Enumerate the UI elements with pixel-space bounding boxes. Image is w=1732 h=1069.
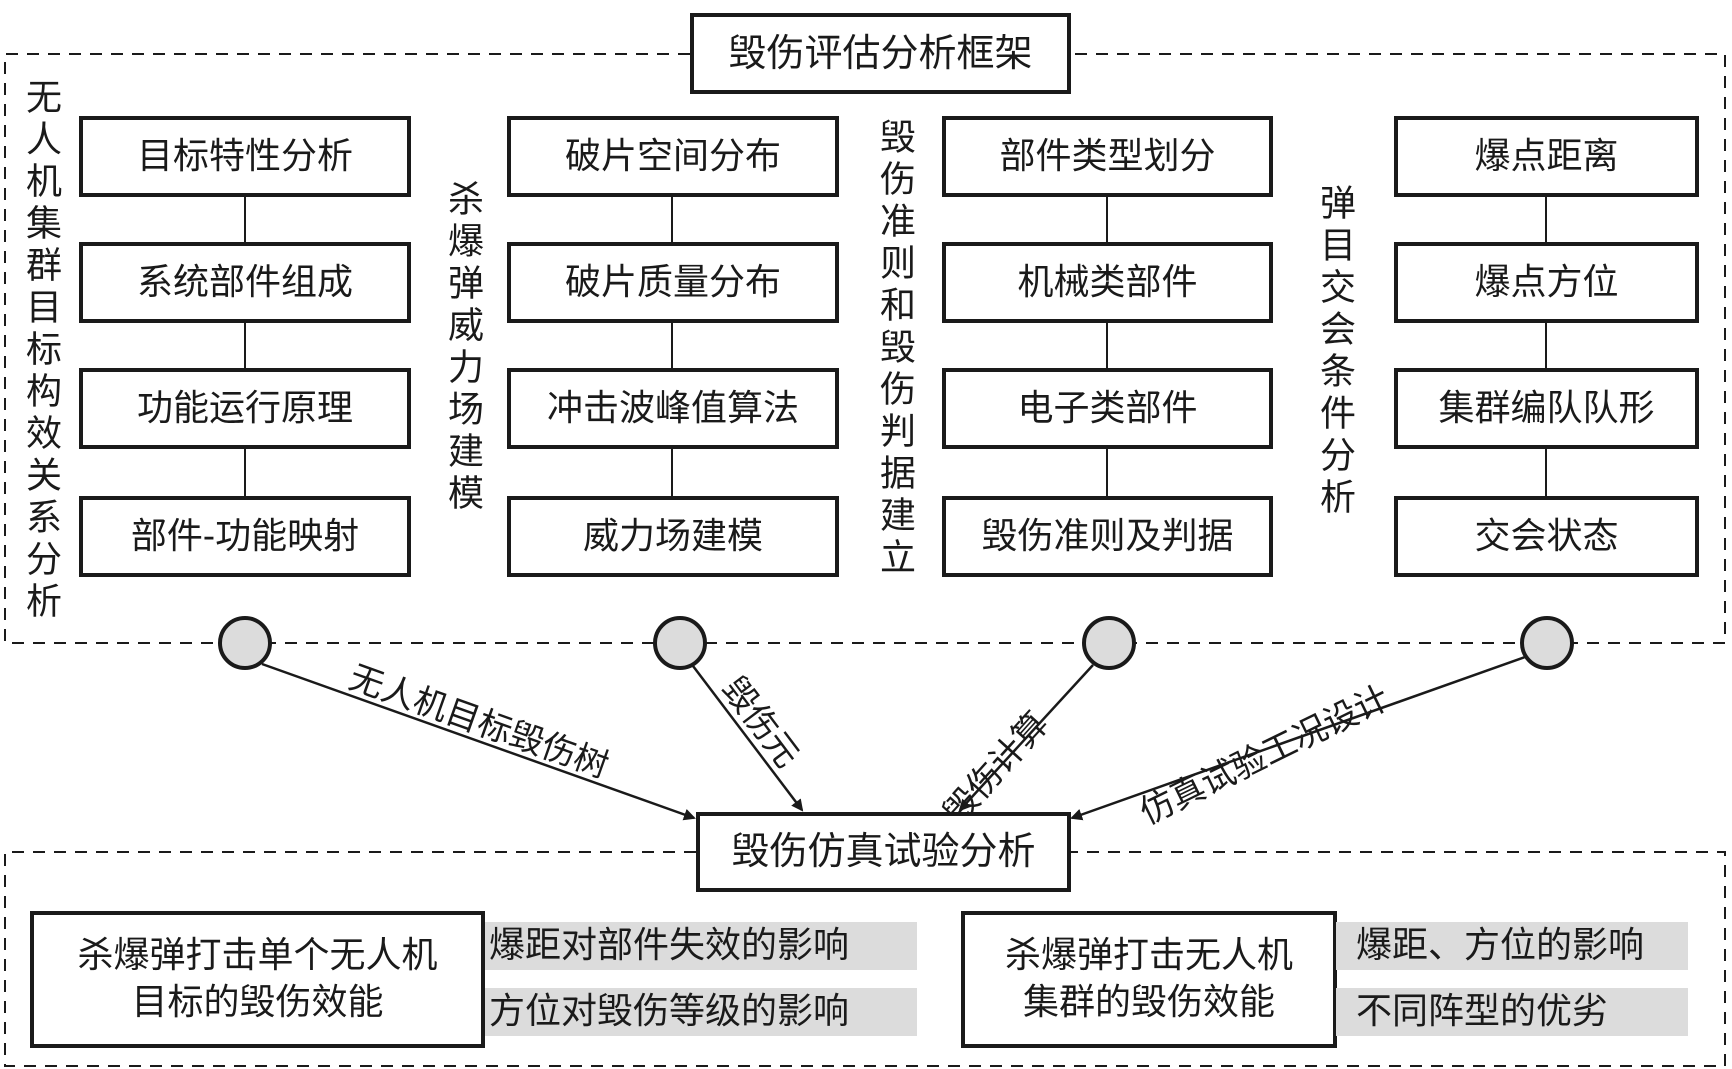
step-label: 机械类部件	[1017, 261, 1198, 303]
column-2-step-1[interactable]: 破片空间分布	[507, 116, 839, 197]
analysis-title-box[interactable]: 毁伤仿真试验分析	[696, 812, 1071, 892]
node-col4[interactable]	[1520, 616, 1574, 670]
case-2-effect-1: 爆距、方位的影响	[1336, 922, 1688, 970]
column-2-label: 杀爆弹威力场建模	[442, 180, 483, 516]
column-4-step-2[interactable]: 爆点方位	[1394, 242, 1699, 323]
arrow-damage-tree	[261, 662, 696, 821]
framework-title-box[interactable]: 毁伤评估分析框架	[690, 13, 1071, 94]
column-1-step-2[interactable]: 系统部件组成	[79, 242, 411, 323]
column-3-step-1[interactable]: 部件类型划分	[942, 116, 1273, 197]
step-label: 功能运行原理	[136, 387, 353, 429]
step-label: 毁伤准则及判据	[981, 515, 1234, 557]
framework-title: 毁伤评估分析框架	[728, 30, 1033, 75]
node-col1[interactable]	[218, 616, 272, 670]
case-1-effect-2: 方位对毁伤等级的影响	[485, 988, 917, 1036]
column-4-step-4[interactable]: 交会状态	[1394, 496, 1699, 577]
case-title-line2: 目标的毁伤效能	[131, 981, 384, 1023]
step-label: 电子类部件	[1017, 387, 1198, 429]
case-title-line1: 杀爆弹打击单个无人机	[77, 934, 438, 976]
nodes	[218, 616, 1574, 670]
step-label: 威力场建模	[582, 515, 763, 557]
column-1-step-3[interactable]: 功能运行原理	[79, 368, 411, 449]
node-col2[interactable]	[653, 616, 707, 670]
column-1-label: 无人机集群目标构效关系分析	[20, 78, 61, 624]
analysis-dashed-frame	[4, 851, 1726, 1067]
column-3-step-2[interactable]: 机械类部件	[942, 242, 1273, 323]
column-4-label: 弹目交会条件分析	[1314, 184, 1355, 520]
step-label: 部件类型划分	[999, 135, 1216, 177]
column-3-label: 毁伤准则和毁伤判据建立	[874, 118, 915, 580]
column-2-step-3[interactable]: 冲击波峰值算法	[507, 368, 839, 449]
arrow-damage-element	[692, 665, 804, 812]
step-label: 破片质量分布	[564, 261, 781, 303]
step-label: 爆点方位	[1474, 261, 1619, 303]
node-col3[interactable]	[1082, 616, 1136, 670]
step-label: 部件-功能映射	[130, 515, 360, 557]
column-3-step-3[interactable]: 电子类部件	[942, 368, 1273, 449]
column-3-step-4[interactable]: 毁伤准则及判据	[942, 496, 1273, 577]
step-label: 集群编队队形	[1438, 387, 1655, 429]
case-single-uav-box[interactable]: 杀爆弹打击单个无人机 目标的毁伤效能	[30, 911, 485, 1048]
column-1-step-1[interactable]: 目标特性分析	[79, 116, 411, 197]
column-4-step-1[interactable]: 爆点距离	[1394, 116, 1699, 197]
column-1-step-4[interactable]: 部件-功能映射	[79, 496, 411, 577]
case-1-effect-1: 爆距对部件失效的影响	[485, 922, 917, 970]
analysis-title: 毁伤仿真试验分析	[731, 829, 1036, 874]
column-2-step-4[interactable]: 威力场建模	[507, 496, 839, 577]
column-2-step-2[interactable]: 破片质量分布	[507, 242, 839, 323]
case-title-line2: 集群的毁伤效能	[1022, 981, 1275, 1023]
case-uav-swarm-box[interactable]: 杀爆弹打击无人机 集群的毁伤效能	[961, 911, 1337, 1048]
arrow-damage-calc	[958, 664, 1094, 812]
step-label: 系统部件组成	[136, 261, 353, 303]
step-label: 破片空间分布	[564, 135, 781, 177]
case-2-effect-2: 不同阵型的优劣	[1336, 988, 1688, 1036]
column-4-step-3[interactable]: 集群编队队形	[1394, 368, 1699, 449]
step-label: 交会状态	[1474, 515, 1619, 557]
step-label: 爆点距离	[1474, 135, 1619, 177]
arrow-test-design	[1070, 655, 1526, 821]
framework-dashed-frame	[4, 53, 1726, 644]
step-label: 冲击波峰值算法	[546, 387, 799, 429]
edge-arrows	[261, 655, 1526, 821]
case-title-line1: 杀爆弹打击无人机	[1004, 934, 1293, 976]
step-label: 目标特性分析	[136, 135, 353, 177]
